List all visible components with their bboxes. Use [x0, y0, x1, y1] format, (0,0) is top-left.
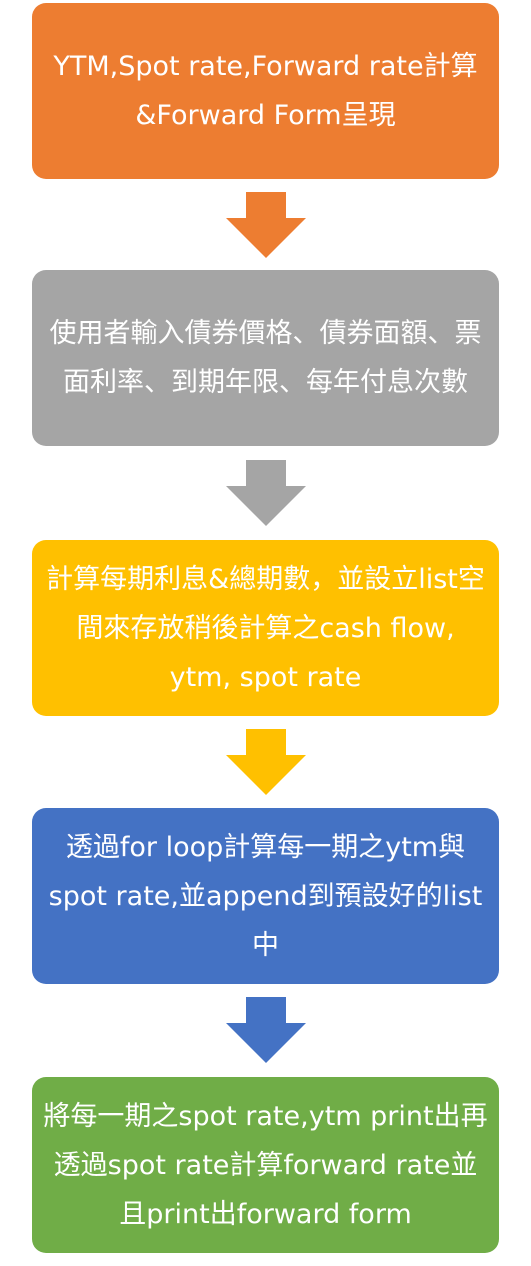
flow-step-5: 將每一期之spot rate,ytm print出再透過spot rate計算f…	[32, 1077, 499, 1253]
down-arrow-icon	[226, 192, 306, 258]
flow-step-3-text: 計算每期利息&總期數，並設立list空間來存放稍後計算之cash flow, y…	[46, 563, 485, 693]
flow-step-1-text: YTM,Spot rate,Forward rate計算&Forward For…	[53, 51, 478, 131]
flow-step-3: 計算每期利息&總期數，並設立list空間來存放稍後計算之cash flow, y…	[32, 540, 499, 716]
flow-step-2: 使用者輸入債券價格、債券面額、票面利率、到期年限、每年付息次數	[32, 270, 499, 446]
down-arrow-icon	[226, 729, 306, 795]
down-arrow-icon	[226, 997, 306, 1063]
flow-step-5-text: 將每一期之spot rate,ytm print出再透過spot rate計算f…	[43, 1100, 488, 1230]
down-arrow-icon	[226, 460, 306, 526]
flow-step-2-text: 使用者輸入債券價格、債券面額、票面利率、到期年限、每年付息次數	[49, 318, 482, 398]
flow-step-4: 透過for loop計算每一期之ytm與spot rate,並append到預設…	[32, 808, 499, 984]
flow-step-4-text: 透過for loop計算每一期之ytm與spot rate,並append到預設…	[48, 831, 483, 961]
flow-step-1: YTM,Spot rate,Forward rate計算&Forward For…	[32, 3, 499, 179]
